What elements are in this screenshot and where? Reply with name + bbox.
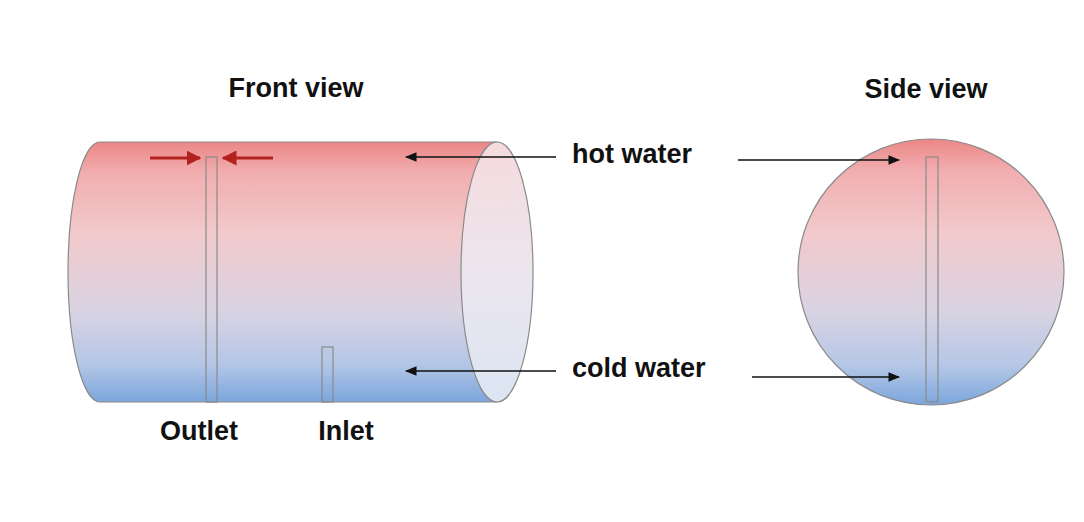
view-title: Front view xyxy=(228,74,363,104)
flow-arrow xyxy=(223,157,273,160)
leader-line xyxy=(738,159,899,160)
leader-line xyxy=(406,370,556,371)
part-label: Inlet xyxy=(318,417,374,447)
leader-line xyxy=(406,156,556,157)
outlet-pipe xyxy=(206,157,217,402)
flow-arrow xyxy=(150,157,200,160)
region-label: hot water xyxy=(572,140,692,170)
tank-cross-section xyxy=(798,139,1064,405)
region-label: cold water xyxy=(572,354,706,384)
leader-line xyxy=(752,376,899,377)
outlet-pipe xyxy=(926,157,938,402)
part-label: Outlet xyxy=(160,417,238,447)
view-title: Side view xyxy=(864,75,987,105)
tank-body xyxy=(68,142,497,402)
tank-end-cap xyxy=(461,142,533,402)
inlet-pipe xyxy=(322,347,333,402)
